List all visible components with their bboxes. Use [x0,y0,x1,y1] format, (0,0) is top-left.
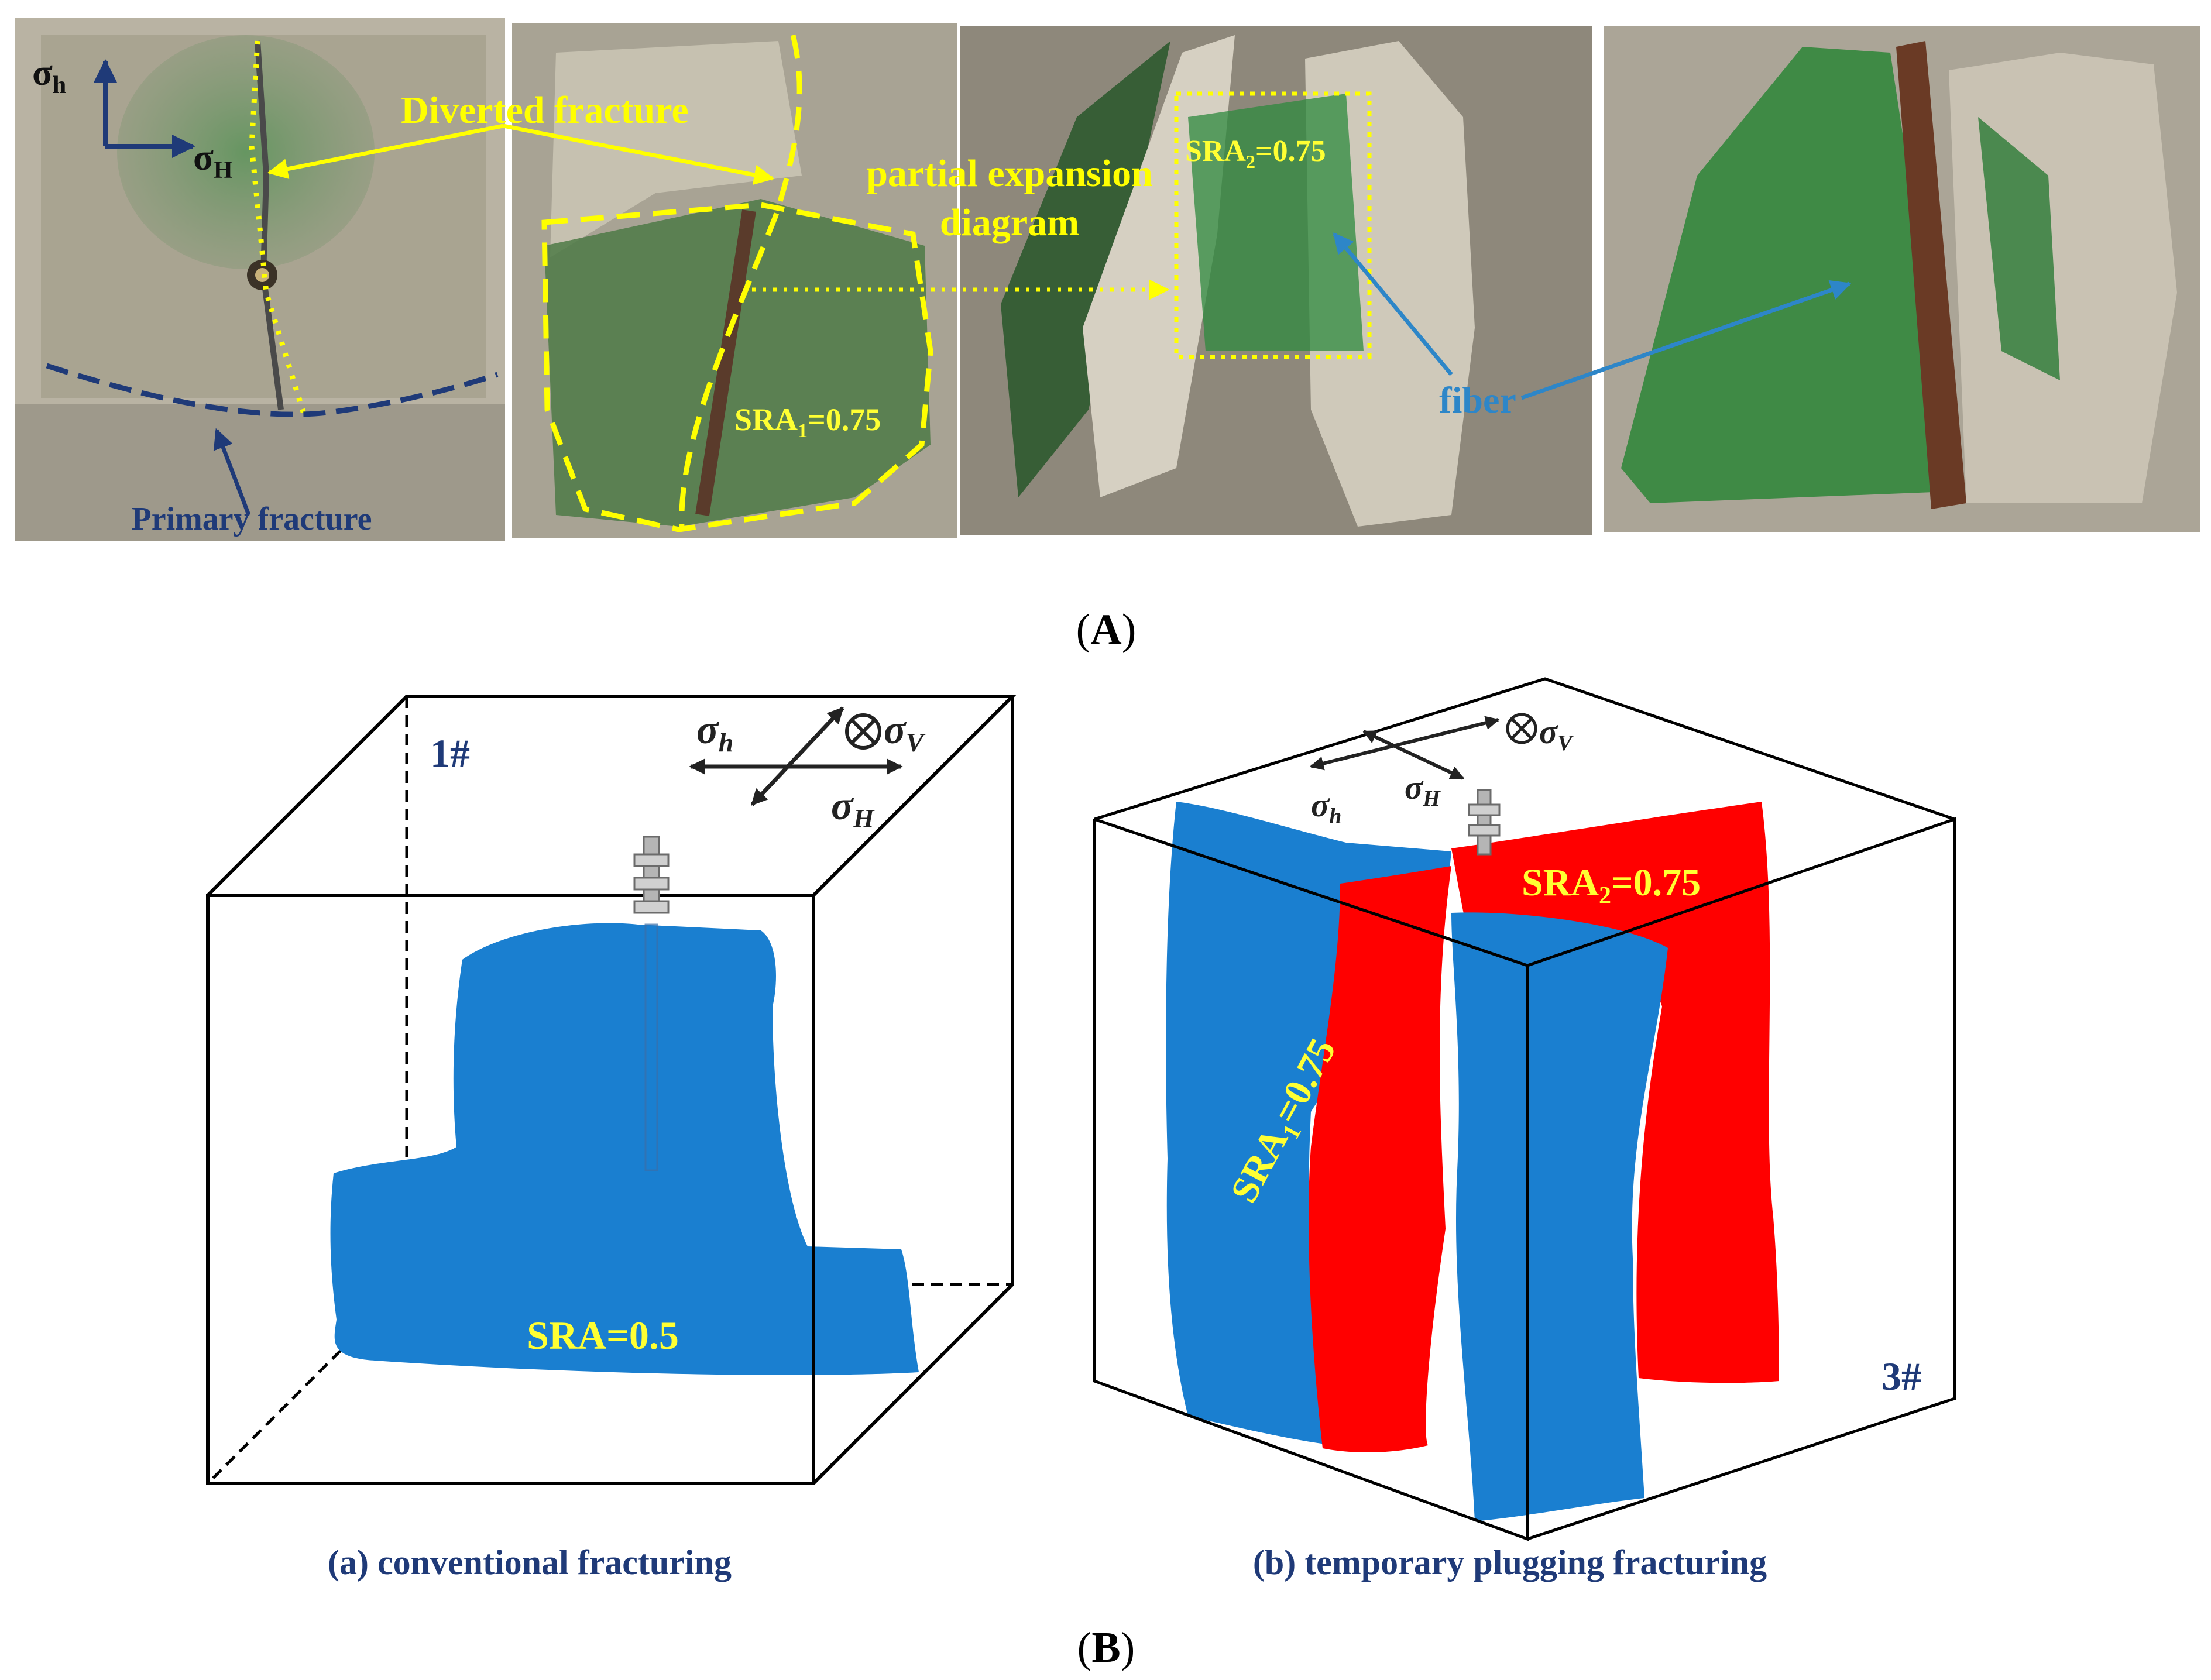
primary-fracture-arrow [213,428,251,516]
sample-id-3: 3# [1882,1354,1921,1399]
panel-a: σh σH Primary fracture Diverted fracture… [15,18,2200,654]
svg-text:σh: σh [696,707,733,757]
photo-2-split-halves [512,23,957,538]
sra2-photo-main: SRA [1185,135,1246,168]
fracture-red-middle [1309,866,1451,1452]
sra2-photo-label: SRA2=0.75 [1185,135,1326,172]
sigma-V-3: σ [1539,713,1558,751]
zoom-box [1174,91,1372,359]
sigma-V-sub-1: V [906,727,926,757]
cube-3-diagram: σV σh σH SRA2=0.75 SRA1=0.75 3# (b) temp… [1093,677,1956,1582]
diverted-fracture-trace [249,40,307,417]
photo2-surface-outline [541,202,933,532]
sigma-h-sub-a: h [53,72,66,99]
panel-b-letter: B [1091,1624,1120,1672]
fiber-arrow-left [1333,232,1453,376]
caption-conventional: (a) conventional fracturing [328,1543,732,1582]
svg-text:σh: σh [1311,786,1341,829]
svg-text:σh: σh [32,51,66,99]
sigma-H-sub-3: H [1422,786,1441,811]
svg-text:σH: σH [1405,768,1441,811]
sigma-h-1: σ [696,707,720,753]
panel-a-close: ) [1122,606,1137,654]
sigma-V-symbol-3 [1506,713,1537,744]
wellbore-3 [1468,789,1501,856]
sra1-photo-sub: 1 [798,420,808,442]
sigma-V-1: σ [884,707,907,753]
sigma-h-sub-1: h [719,727,734,757]
sra-label-05: SRA=0.5 [527,1313,679,1358]
svg-text:σH: σH [831,784,875,833]
cube3-front-edges [1093,817,1956,1541]
panel-b-label: (B) [1077,1624,1135,1672]
stress-axes-photo1: σh σH [32,51,232,184]
svg-text:σH: σH [193,136,232,184]
svg-text:σV: σV [1539,713,1574,755]
panel-a-letter: A [1090,606,1121,654]
caption-temporary-plugging: (b) temporary plugging fracturing [1253,1543,1767,1582]
sigma-h-3: σ [1311,786,1330,824]
sigma-h-sub-3: h [1329,804,1341,829]
cube3-back-edges [1094,677,1955,821]
sigma-V-symbol-1 [845,713,881,750]
sra1-photo-label: SRA1=0.75 [734,402,881,442]
sra2-diagram-main: SRA [1522,861,1599,904]
diverted-fracture-label: Diverted fracture [401,89,689,132]
stress-cross-1: σh σV σH [689,706,926,833]
sigma-H-sub-1: H [853,803,875,833]
cube-1-diagram: σh σV σH 1# SRA=0.5 (a) conventional fra… [206,695,1017,1582]
sra1-photo-main: SRA [734,402,798,437]
diverted-fracture-arrow-left [267,123,504,179]
panel-a-open: ( [1076,606,1091,654]
svg-text:σV: σV [884,707,926,757]
sra2-photo-sub: 2 [1246,151,1255,172]
fiber-arrow-right [1520,280,1852,400]
sample-id-1: 1# [430,731,470,775]
panel-b-close: ) [1121,1624,1135,1672]
sigma-H-sub-a: H [214,157,233,184]
sigma-H-3: σ [1405,768,1424,806]
fracture-surface-sra05 [330,923,919,1375]
photo-1-specimen-top [15,18,505,541]
sigma-V-sub-3: V [1557,731,1574,755]
sigma-H-1: σ [831,784,854,829]
sra2-photo-value: =0.75 [1255,135,1326,168]
sigma-H-symbol-a: σ [193,136,214,178]
partial-expansion-line2: diagram [940,201,1079,244]
stress-cross-3: σV σh σH [1309,713,1574,829]
panel-a-label: (A) [1076,606,1137,654]
primary-fracture-label: Primary fracture [132,501,372,537]
sigma-H-axis-3 [1362,730,1465,780]
partial-expansion-line1: partial expansion [866,152,1153,195]
primary-fracture-trace [46,363,499,417]
fiber-label: fiber [1439,379,1516,421]
fracture-blue-middle [1451,912,1668,1521]
photo-3-open-halves [960,26,1592,535]
sra2-diagram-value: =0.75 [1611,861,1701,904]
photo-4-fracture-surface [1604,26,2200,532]
cube1-visible-edges [206,695,1017,1485]
wellbore-1 [633,836,670,1171]
sigma-h-symbol-a: σ [32,51,53,93]
sra2-diagram-sub: 2 [1599,882,1611,909]
sra1-photo-value: =0.75 [808,402,881,437]
diverted-fracture-arrow-right [503,123,775,185]
sra2-diagram-label: SRA2=0.75 [1522,861,1701,909]
panel-b-open: ( [1077,1624,1092,1672]
sigma-h-axis-1 [750,706,844,806]
